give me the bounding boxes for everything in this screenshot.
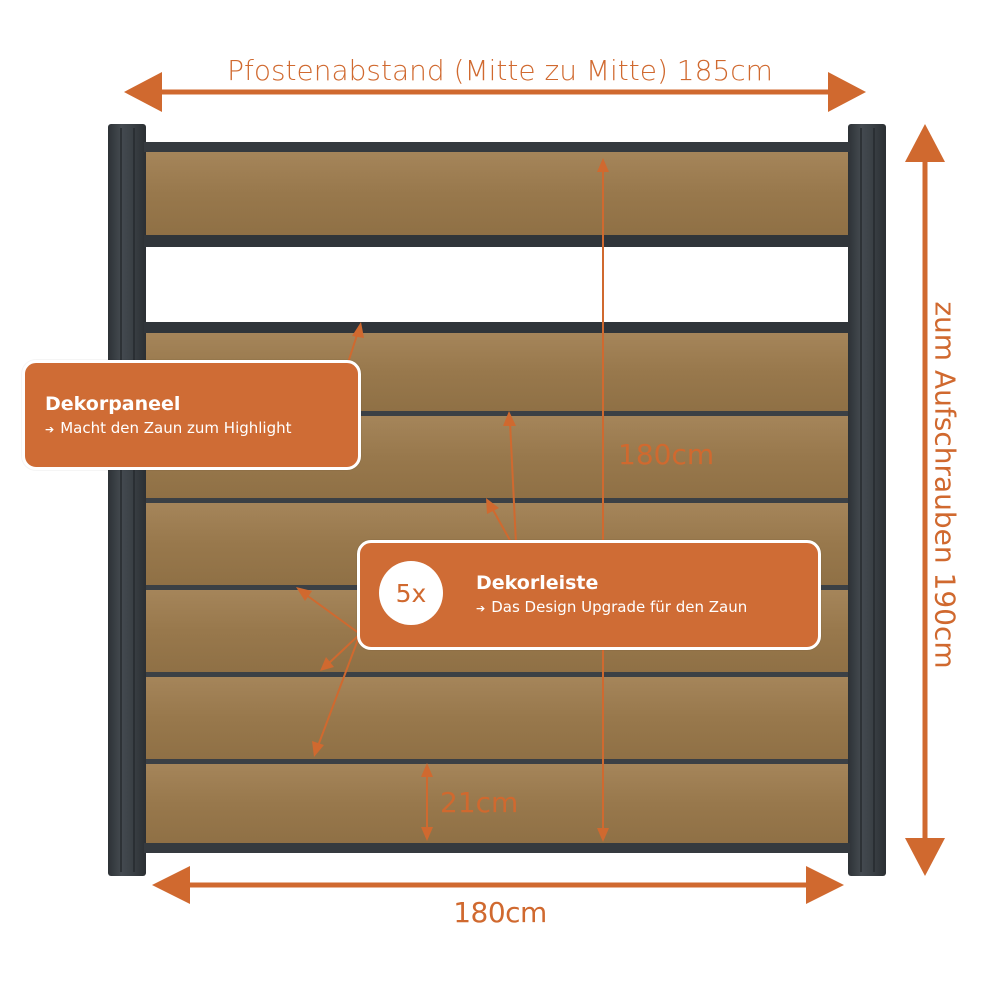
- arrow-down-icon: [421, 827, 433, 841]
- arrow-right-icon: [806, 866, 844, 904]
- bottom-dimension-arrow: [152, 866, 844, 904]
- screw-height-label: zum Aufschrauben 190cm: [928, 301, 962, 669]
- arrow-right-icon: ➔: [476, 602, 486, 615]
- arrow-up-icon: [352, 322, 364, 338]
- top-rail: [144, 142, 850, 152]
- decor-strip: [146, 759, 848, 764]
- arrow-down-icon: [597, 828, 609, 842]
- strip-pointers: [296, 411, 517, 757]
- arrow-down-icon: [905, 838, 945, 876]
- bottom-rail: [144, 843, 850, 853]
- callout-title: Dekorpaneel: [45, 393, 181, 415]
- plank: [146, 764, 848, 844]
- lower-frame-top-rail: [144, 322, 850, 333]
- decor-strip: [146, 672, 848, 677]
- arrow-right-icon: ➔: [45, 423, 55, 436]
- arrow-up-icon: [421, 763, 433, 777]
- left-post: [108, 124, 146, 876]
- width-label: 180cm: [453, 896, 547, 929]
- arrow-right-icon: [828, 72, 866, 112]
- arrow-left-icon: [152, 866, 190, 904]
- count-badge: 5x: [379, 561, 443, 625]
- plank: [146, 677, 848, 760]
- height-arrow: [597, 158, 609, 842]
- arrow-up-icon: [905, 124, 945, 162]
- decor-panel-callout: Dekorpaneel ➔ Macht den Zaun zum Highligh…: [22, 360, 361, 470]
- slat-height-label: 21cm: [440, 786, 519, 819]
- callout-subtitle: ➔ Macht den Zaun zum Highlight: [45, 419, 292, 437]
- decor-strip-callout: 5x Dekorleiste ➔ Das Design Upgrade für d…: [357, 540, 821, 650]
- panel-bottom-rail: [144, 235, 850, 247]
- height-label: 180cm: [618, 438, 715, 471]
- right-dimension-arrow: [905, 124, 945, 876]
- decor-strip: [146, 498, 848, 503]
- decor-panel: [146, 152, 848, 236]
- post-spacing-label: Pfostenabstand (Mitte zu Mitte) 185cm: [227, 54, 773, 87]
- arrow-left-icon: [124, 72, 162, 112]
- top-dimension-arrow: [124, 72, 866, 112]
- arrow-up-icon: [597, 158, 609, 172]
- slat-height-arrow: [421, 763, 433, 841]
- callout-subtitle-text: Macht den Zaun zum Highlight: [60, 419, 292, 437]
- callout-title: Dekorleiste: [476, 572, 599, 594]
- callout-subtitle-text: Das Design Upgrade für den Zaun: [491, 598, 748, 616]
- callout-subtitle: ➔ Das Design Upgrade für den Zaun: [476, 598, 747, 616]
- right-post: [848, 124, 886, 876]
